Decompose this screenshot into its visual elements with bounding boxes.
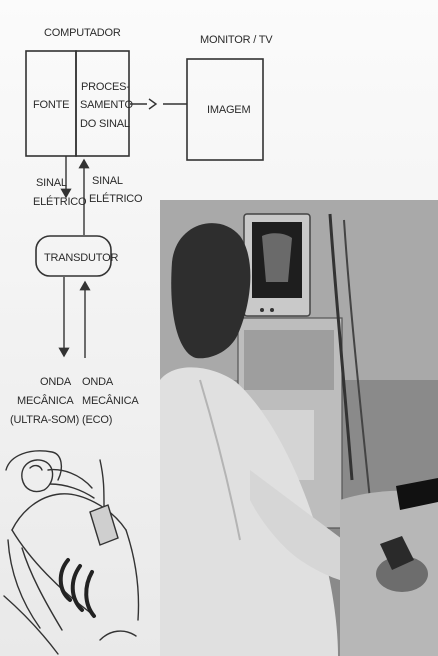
patient-illustration (3, 450, 140, 655)
monitor-label: MONITOR / TV (200, 34, 273, 46)
wave-left-line-1: ONDA (40, 376, 72, 388)
wave-right-line-1: ONDA (82, 376, 114, 388)
wave-left-line-2: MECÂNICA (17, 394, 74, 407)
ultrasound-exam-photo (160, 200, 438, 656)
processing-line-3: DO SINAL (80, 118, 130, 130)
computer-label: COMPUTADOR (44, 27, 121, 39)
processing-line-2: SAMENTO (80, 99, 133, 111)
signal-left-line-2: ELÉTRICO (33, 195, 87, 208)
signal-right-line-1: SINAL (92, 175, 123, 187)
signal-right-line-2: ELÉTRICO (89, 192, 143, 205)
wave-left-line-3: (ULTRA-SOM) (10, 414, 79, 426)
image-box-label: IMAGEM (207, 104, 250, 116)
signal-left-line-1: SINAL (36, 177, 67, 189)
transducer-label: TRANSDUTOR (44, 252, 118, 264)
transducer-box (35, 235, 112, 277)
chevron-right-icon (148, 98, 158, 110)
image-box (186, 58, 264, 161)
source-box-label: FONTE (33, 99, 69, 111)
processing-box (75, 50, 130, 157)
processing-line-1: PROCES- (81, 81, 130, 93)
wave-right-line-2: MECÂNICA (82, 394, 139, 407)
wave-right-line-3: (ECO) (82, 414, 112, 426)
